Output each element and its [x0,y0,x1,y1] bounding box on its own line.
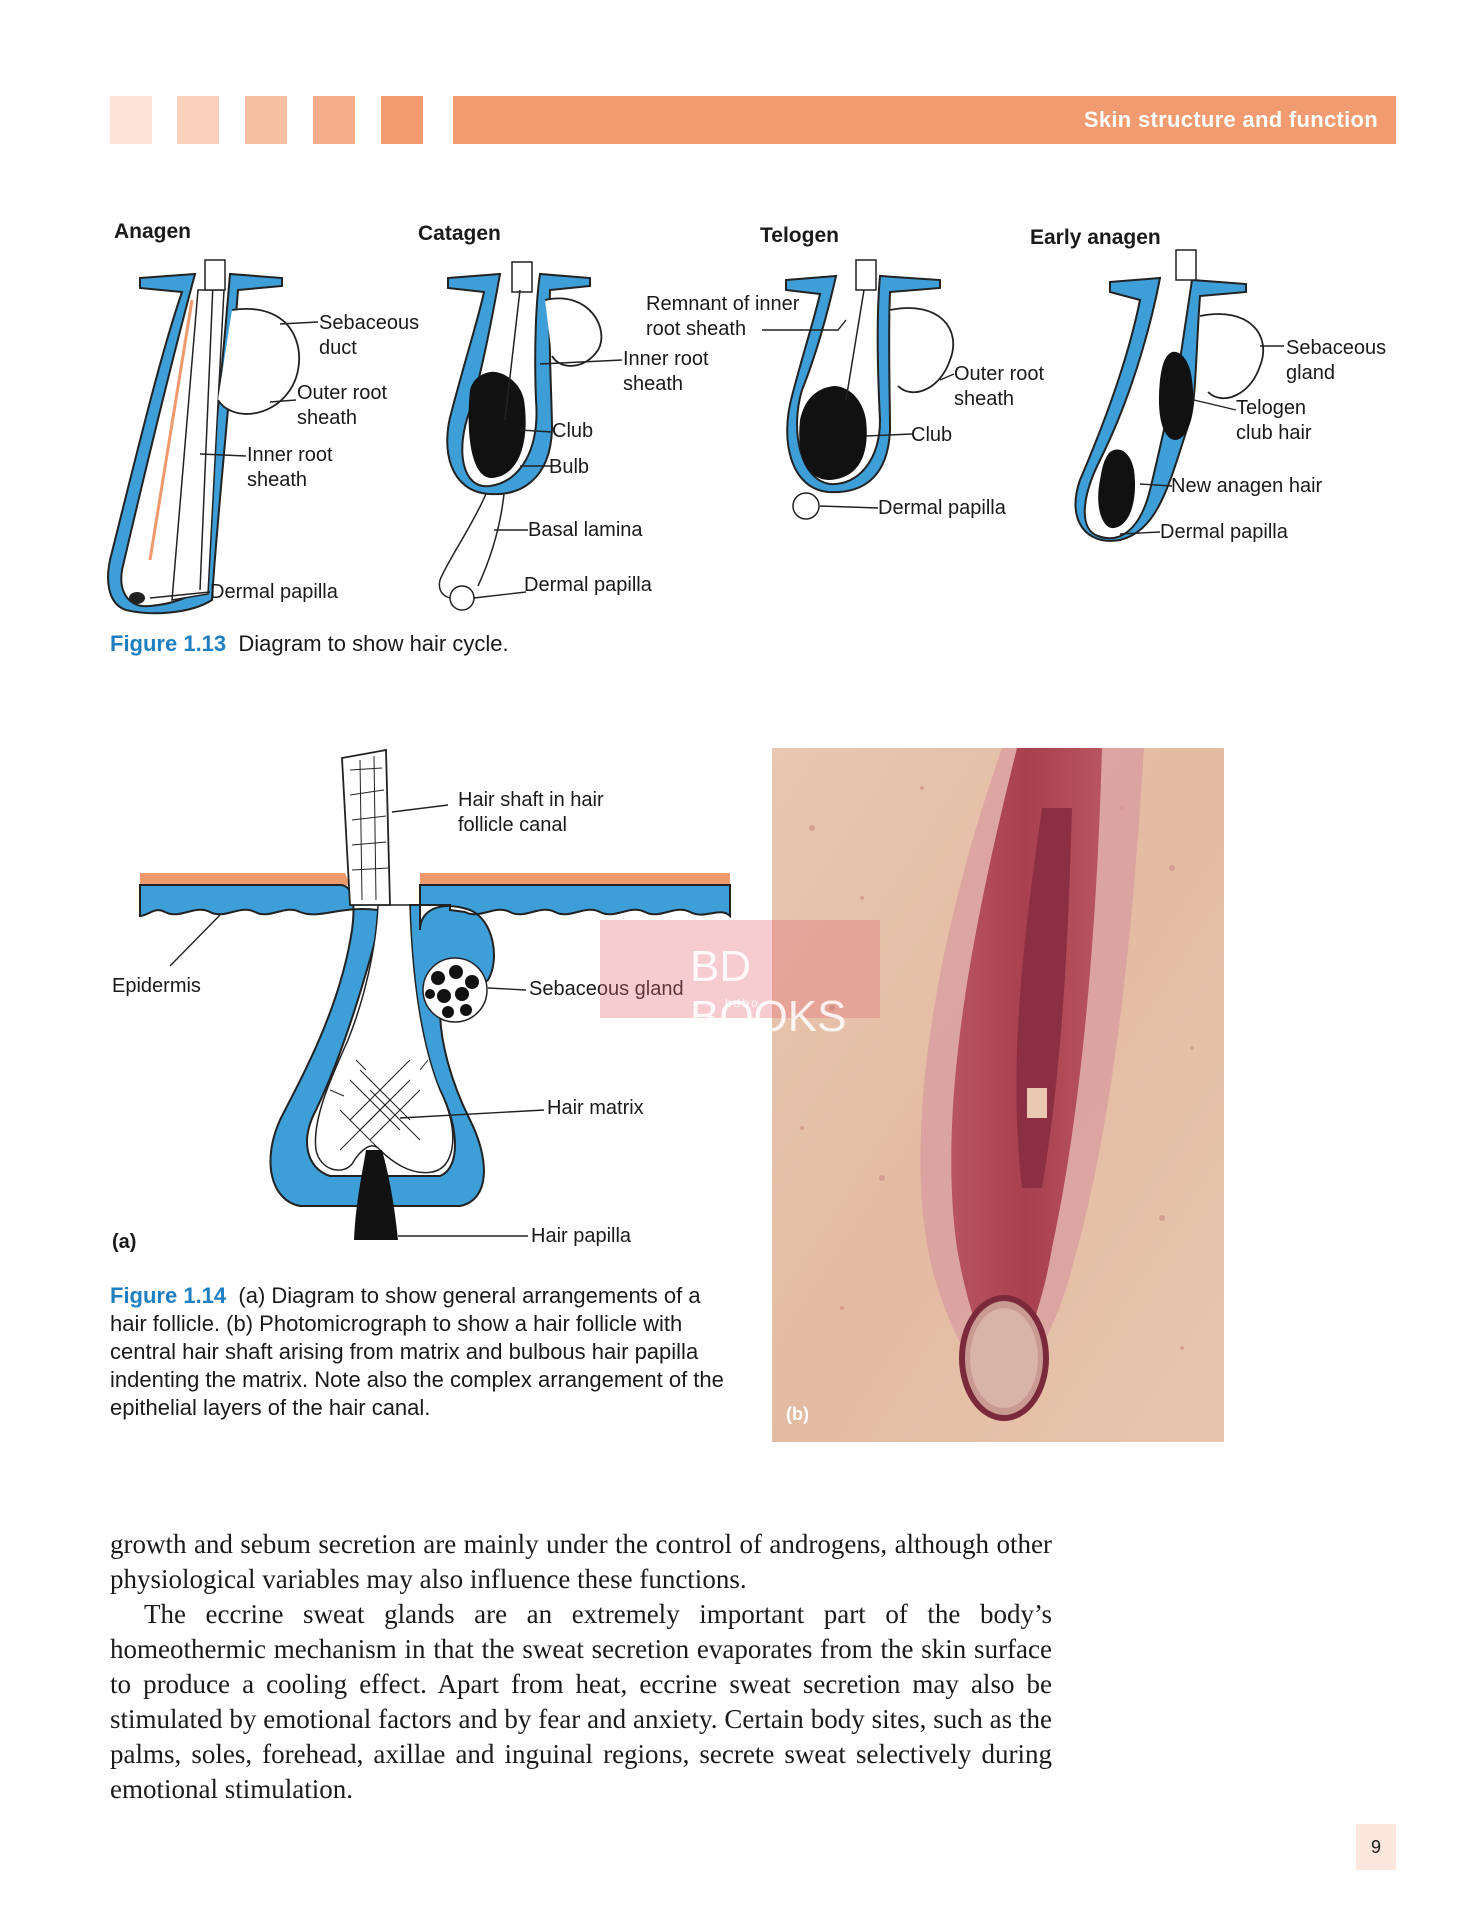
body-text: growth and sebum secretion are mainly un… [110,1527,1052,1807]
label-club-telogen: Club [911,424,953,446]
header-square-5 [381,96,423,144]
header-square-3 [245,96,287,144]
panel-label-b: (b) [786,1404,809,1424]
label-dermal-papilla-catagen: Dermal papilla [524,574,652,596]
label-hair-papilla: Hair papilla [531,1225,632,1247]
figure-1-13-diagram [107,249,1284,615]
label-bulb-catagen: Bulb [549,456,590,478]
panel-label-a: (a) [112,1231,137,1253]
header-square-1 [110,96,152,144]
watermark-text: BD BOOKS [690,942,847,1041]
label-club-catagen: Club [552,420,594,442]
figure-1-14-caption: Figure 1.14 (a) Diagram to show general … [110,1282,740,1422]
body-paragraph-1: growth and sebum secretion are mainly un… [110,1529,1052,1594]
early-anagen-follicle [1074,249,1265,542]
figure-1-13-leader-lines [149,319,1284,599]
label-epidermis: Epidermis [112,975,201,997]
header-square-4 [313,96,355,144]
stage-title-early-anagen: Early anagen [1030,226,1161,249]
label-dermal-papilla-anagen: Dermal papilla [210,581,338,603]
figure-1-13-caption-text: Diagram to show hair cycle. [238,631,509,656]
running-header-title: Skin structure and function [1083,107,1378,132]
label-remnant-inner-root-sheath: Remnant of inner root sheath [646,293,800,340]
telogen-follicle [785,259,955,520]
label-dermal-papilla-early: Dermal papilla [1160,521,1288,543]
label-outer-root-sheath-anagen: Outer root sheath [297,382,388,429]
catagen-follicle [438,261,603,611]
label-new-anagen-hair: New anagen hair [1171,475,1323,497]
label-hair-shaft: Hair shaft in hair follicle canal [458,789,604,836]
watermark-subtext: bdbo [725,996,760,1010]
figure-1-14-caption-text: (a) Diagram to show general arrangements… [110,1283,724,1420]
photomicrograph-hair-follicle [772,748,1224,1442]
header-bar: Skin structure and function [453,96,1396,144]
stage-title-catagen: Catagen [418,222,501,245]
page-number: 9 [1356,1824,1396,1870]
label-sebaceous-gland: Sebaceous gland [529,978,684,1000]
label-dermal-papilla-telogen: Dermal papilla [878,497,1006,519]
figure-1-13-caption-label: Figure 1.13 [110,631,227,656]
body-paragraph-2: The eccrine sweat glands are an extremel… [110,1599,1052,1804]
label-sebaceous-duct: Sebaceous duct [319,312,420,359]
anagen-follicle [107,259,301,615]
label-basal-lamina: Basal lamina [528,519,643,541]
figure-1-14-caption-label: Figure 1.14 [110,1283,227,1308]
label-sebaceous-gland-early: Sebaceous gland [1286,337,1387,384]
label-telogen-club-hair: Telogen club hair [1236,397,1312,444]
header-square-2 [177,96,219,144]
figure-1-14a-diagram [139,748,731,1240]
label-hair-matrix: Hair matrix [547,1097,644,1119]
label-inner-root-sheath-catagen: Inner root sheath [623,348,709,395]
figure-1-13-caption: Figure 1.13 Diagram to show hair cycle. [110,630,509,658]
stage-title-telogen: Telogen [760,224,839,247]
label-inner-root-sheath-anagen: Inner root sheath [247,444,333,491]
stage-title-anagen: Anagen [114,220,192,243]
label-outer-root-sheath-telogen: Outer root sheath [954,363,1045,410]
watermark: BD BOOKS bdbo [600,920,880,1041]
